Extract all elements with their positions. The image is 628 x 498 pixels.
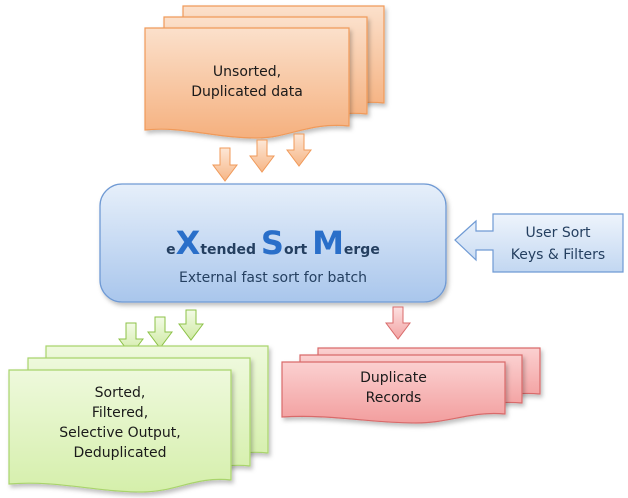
input-line-1: Unsorted,: [212, 64, 282, 80]
user-input-arrow: [454, 213, 624, 273]
input-arrows: [212, 133, 312, 182]
down-arrow-icon: [147, 316, 173, 349]
duplicates-line-1: Duplicate: [360, 370, 427, 386]
xsm-title-part: X: [175, 224, 201, 262]
output-document-label: Sorted, Filtered, Selective Output, Dedu…: [9, 383, 231, 463]
xsm-process-box: [99, 183, 447, 303]
xsm-title-part: ort: [283, 242, 313, 258]
user-sort-keys-label: User Sort Keys & Filters: [493, 222, 623, 266]
output-document-front: [8, 369, 232, 493]
xsm-title-part: e: [166, 242, 176, 258]
duplicates-documents: [281, 347, 541, 424]
output-line-4: Deduplicated: [73, 445, 167, 461]
output-documents: [8, 345, 269, 493]
user-line-1: User Sort: [525, 225, 591, 241]
duplicates-document-front: [281, 361, 506, 424]
xsm-title-part: erge: [343, 242, 380, 258]
duplicates-arrow: [385, 306, 411, 340]
xsm-subtitle: External fast sort for batch: [178, 270, 368, 286]
duplicates-line-2: Records: [365, 390, 422, 406]
input-documents: [144, 5, 385, 139]
input-document-front: [144, 27, 350, 139]
output-line-3: Selective Output,: [59, 425, 181, 441]
output-line-2: Filtered,: [91, 405, 149, 421]
xsm-title-part: M: [312, 224, 344, 262]
down-arrow-icon: [286, 133, 312, 167]
duplicates-document-label: Duplicate Records: [282, 368, 505, 408]
input-document-label: Unsorted, Duplicated data: [145, 62, 349, 102]
user-line-2: Keys & Filters: [510, 247, 606, 263]
xsm-title-part: S: [260, 224, 284, 262]
down-arrow-icon: [212, 147, 238, 182]
xsm-title-part: tended: [200, 242, 261, 258]
input-line-2: Duplicated data: [191, 84, 303, 100]
down-arrow-icon: [249, 139, 275, 173]
down-arrow-icon: [178, 309, 204, 341]
output-line-1: Sorted,: [94, 385, 146, 401]
xsm-title: eXtended Sort Merge: [100, 226, 446, 267]
